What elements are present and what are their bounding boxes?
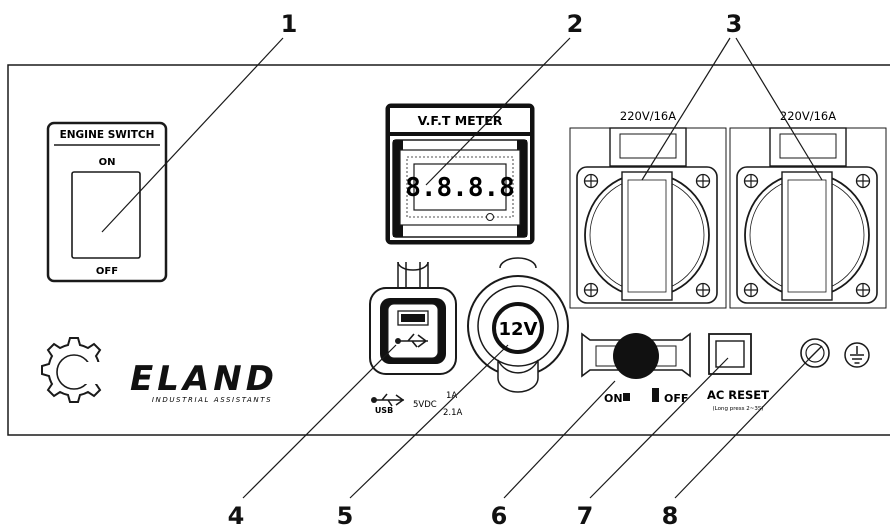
leader-line-3a bbox=[641, 37, 731, 181]
engine-switch[interactable]: ENGINE SWITCH ON OFF bbox=[46, 121, 168, 283]
engine-switch-off-label: OFF bbox=[96, 266, 118, 277]
usb-current-2: 2.1A bbox=[443, 408, 463, 418]
socket-220v-1[interactable]: 220V/16A bbox=[569, 109, 727, 309]
socket-1-rating: 220V/16A bbox=[620, 109, 676, 123]
callout-3: 3 bbox=[726, 10, 743, 38]
leader-line-5 bbox=[349, 344, 509, 499]
ac-reset-button[interactable]: AC RESET (Long press 2~3S) bbox=[707, 333, 769, 412]
gear-icon bbox=[41, 337, 107, 403]
callout-8: 8 bbox=[662, 502, 679, 526]
callout-5: 5 bbox=[337, 502, 354, 526]
usb-port[interactable] bbox=[369, 261, 457, 375]
brand-name: ELAND bbox=[130, 359, 278, 399]
leader-line-8 bbox=[674, 357, 811, 499]
callout-7: 7 bbox=[577, 502, 594, 526]
breaker-switch[interactable]: ON OFF bbox=[581, 332, 691, 405]
outlet-12v[interactable]: 12V bbox=[467, 257, 569, 393]
breaker-knob[interactable] bbox=[613, 333, 659, 379]
socket-2-rating: 220V/16A bbox=[780, 109, 836, 123]
usb-label: USB 5VDC 1A 2.1A bbox=[371, 391, 463, 418]
engine-switch-title: ENGINE SWITCH bbox=[60, 129, 155, 141]
leader-line-7 bbox=[589, 357, 729, 499]
leader-line-6 bbox=[503, 380, 616, 499]
callout-4: 4 bbox=[228, 502, 245, 526]
rocker-switch[interactable] bbox=[71, 171, 141, 259]
outlet-12v-label: 12V bbox=[499, 319, 538, 340]
engine-switch-on-label: ON bbox=[99, 157, 116, 168]
earth-ground-icon bbox=[844, 342, 870, 368]
usb-voltage: 5VDC bbox=[413, 400, 437, 410]
meter-title: V.F.T METER bbox=[418, 113, 503, 128]
usb-text: USB bbox=[375, 406, 393, 415]
socket-220v-2[interactable]: 220V/16A bbox=[729, 109, 887, 309]
eland-logo: ELAND INDUSTRIAL ASSISTANTS bbox=[41, 337, 278, 404]
ac-reset-sub: (Long press 2~3S) bbox=[713, 406, 764, 412]
leader-line-4 bbox=[242, 344, 397, 499]
usb-symbol-icon bbox=[371, 393, 405, 407]
callout-1: 1 bbox=[281, 10, 298, 38]
vft-meter: V.F.T METER 8.8.8.8 bbox=[385, 103, 535, 245]
callout-6: 6 bbox=[491, 502, 508, 526]
leader-lines bbox=[101, 37, 823, 499]
breaker-on-label: ON bbox=[604, 392, 623, 405]
leader-line-2 bbox=[425, 37, 571, 186]
usb-icon bbox=[395, 333, 428, 348]
leader-line-3b bbox=[735, 37, 823, 181]
callout-numbers: 1 2 3 4 5 6 7 8 bbox=[228, 10, 743, 526]
ac-reset-label: AC RESET bbox=[707, 388, 769, 402]
brand-tagline: INDUSTRIAL ASSISTANTS bbox=[152, 396, 272, 404]
meter-digits: 8.8.8.8 bbox=[405, 173, 515, 203]
usb-current-1: 1A bbox=[446, 391, 457, 401]
leader-line-1 bbox=[101, 37, 284, 233]
breaker-off-label: OFF bbox=[664, 392, 688, 405]
callout-2: 2 bbox=[567, 10, 584, 38]
